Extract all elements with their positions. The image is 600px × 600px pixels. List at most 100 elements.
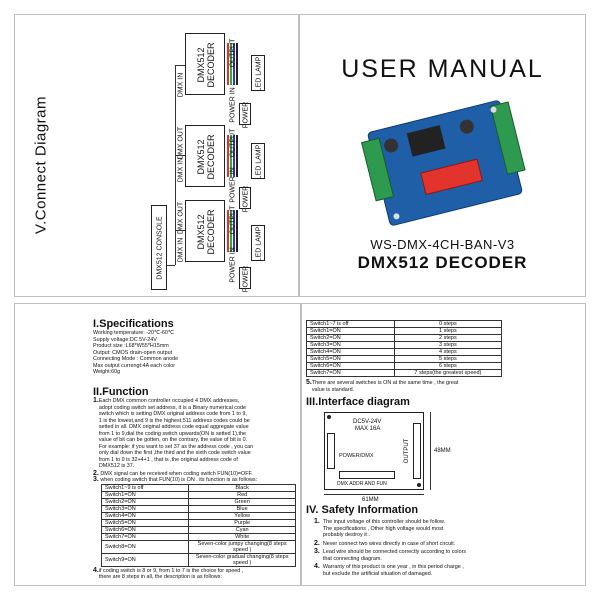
value-cell: 5 steps bbox=[393, 355, 503, 363]
dmx-chain-wire bbox=[175, 65, 185, 66]
color-wire bbox=[230, 210, 232, 252]
power-label: POWER bbox=[242, 185, 250, 213]
switch-cell: Switch5=ON bbox=[100, 518, 190, 527]
color-wire bbox=[230, 135, 232, 177]
text-line: Output: CMOS drain-open output bbox=[93, 349, 173, 356]
value-cell: Blue bbox=[188, 504, 296, 513]
power-label: POWER bbox=[242, 265, 250, 293]
color-wire bbox=[236, 43, 238, 85]
led-lamp-2: LED LAMP bbox=[251, 143, 265, 179]
function-p2: 2. DMX signal can be received when codin… bbox=[93, 469, 298, 478]
color-wire bbox=[236, 135, 238, 177]
power-in-label: POWER IN bbox=[229, 247, 237, 283]
text-line: there are 8 steps in all, the descriptio… bbox=[98, 574, 222, 580]
power-3: POWER bbox=[239, 265, 251, 293]
safety-text: Lead wire should be connected correctly … bbox=[323, 549, 466, 562]
decoder-label-text: DMX512 DECODER bbox=[196, 134, 216, 180]
item-number: 1. bbox=[314, 518, 320, 525]
item-number: 2. bbox=[93, 469, 99, 477]
width-dimension: 61MM bbox=[362, 497, 379, 503]
dmx-in-label: DMX IN bbox=[177, 157, 185, 183]
color-wire bbox=[227, 135, 229, 177]
p1-lines: Each DMX common controller occupied 4 DM… bbox=[99, 398, 253, 470]
item-number: 2. bbox=[314, 539, 320, 547]
text-line: For example: if you want to set 37 as th… bbox=[98, 443, 254, 450]
value-cell: Yellow bbox=[188, 511, 296, 520]
decoder-1-label: DMX512 DECODER bbox=[196, 42, 216, 87]
text-line: but exclude the artificial situation of … bbox=[322, 570, 433, 577]
color-wire bbox=[227, 43, 229, 85]
color-wire bbox=[236, 210, 238, 252]
safety-item: 4.Warranty of this product is one year ,… bbox=[314, 563, 529, 577]
text-line: Each DMX common controller occupied 4 DM… bbox=[98, 398, 240, 404]
power-in-label: POWER IN bbox=[229, 87, 237, 123]
dmx-in-label: DMX IN bbox=[177, 237, 185, 263]
dip-switch bbox=[420, 158, 483, 196]
p3-text: when coding switch that FUN(10) is ON . … bbox=[100, 477, 258, 483]
value-cell: 3 steps bbox=[393, 341, 503, 349]
text-line: only dial down the first ,the third and … bbox=[98, 450, 251, 456]
value-cell: 0 steps bbox=[393, 320, 503, 328]
p2-text: DMX signal can be received when coding s… bbox=[100, 470, 253, 477]
text-line: The input voltage of this controller sho… bbox=[322, 519, 446, 525]
output-label: OUTPUT bbox=[229, 38, 237, 68]
switch-cell: Switch7=ON bbox=[306, 369, 395, 377]
value-cell: Black bbox=[188, 483, 296, 492]
safety-item: 2.Never connect two wires directly in ca… bbox=[314, 539, 529, 548]
color-wire bbox=[233, 135, 235, 177]
value-cell: 2 steps bbox=[393, 334, 503, 342]
value-cell: White bbox=[188, 532, 296, 541]
manual-title: USER MANUAL bbox=[341, 55, 544, 83]
function-p4: 4. if coding switch is 8 or 9, from 1 to… bbox=[93, 566, 298, 581]
value-cell: 7 steps(the greatest speed) bbox=[393, 369, 503, 377]
dmx-console: DMX512 CONSOLE bbox=[151, 205, 167, 290]
dmx-in-label: DMX IN bbox=[177, 72, 185, 98]
decoder-1: DMX512 DECODER bbox=[185, 33, 225, 95]
text-line: probably destroy it . bbox=[322, 532, 370, 538]
dmx-chain-wire bbox=[167, 265, 175, 266]
led-lamp-label: LED LAMP bbox=[255, 226, 263, 262]
dmx-chain-wire bbox=[175, 65, 176, 265]
switch-label: DMX ADDR AND FUN bbox=[337, 481, 387, 487]
text-line: value of bit can be gotten, on the contr… bbox=[98, 437, 248, 443]
switch-cell: Switch8=ON bbox=[100, 539, 190, 554]
power-in-label: POWER IN bbox=[229, 167, 237, 203]
item-number: 5. bbox=[306, 379, 312, 386]
safety-text: Never connect two wires directly in case… bbox=[323, 541, 455, 548]
safety-item: 1.The input voltage of this controller s… bbox=[314, 518, 529, 539]
item-number: 4. bbox=[93, 566, 99, 574]
voltage-label: DC5V-24V bbox=[353, 419, 382, 425]
switch-cell: Switch5=ON bbox=[306, 355, 395, 363]
switch-cell: Switch1=ON bbox=[100, 490, 190, 499]
value-cell: Cyan bbox=[188, 525, 296, 534]
function-p1: 1. Each DMX common controller occupied 4… bbox=[93, 397, 298, 470]
safety-text: Warranty of this product is one year , i… bbox=[323, 564, 464, 577]
connect-diagram-title: V.Connect Diagram bbox=[32, 95, 50, 235]
value-cell: Seven-color gradual changing(8 steps spe… bbox=[188, 552, 296, 567]
value-cell: 1 steps bbox=[393, 327, 503, 335]
product-name: DMX512 DECODER bbox=[357, 253, 528, 272]
text-line: Product size :L68*W55*H15mm bbox=[93, 343, 169, 349]
switch-cell: Switch9=ON bbox=[100, 552, 190, 567]
text-line: Working temperature: -20℃-60℃ bbox=[93, 330, 174, 336]
interface-diagram: DC5V-24V MAX 16A POWER/DMX OUTPUT DMX AD… bbox=[324, 412, 424, 490]
value-cell: Seven-color jumpy changing(8 steps speed… bbox=[188, 539, 296, 554]
value-cell: 4 steps bbox=[393, 348, 503, 356]
text-line: setted in all. DMX original address code… bbox=[98, 424, 249, 430]
switch-cell: Switch6=ON bbox=[100, 525, 190, 534]
speed-p5: 5. There are several switches is ON at t… bbox=[306, 379, 506, 393]
decoder-label-text: DMX512 DECODER bbox=[196, 209, 216, 255]
dimension-line-height bbox=[430, 412, 431, 490]
